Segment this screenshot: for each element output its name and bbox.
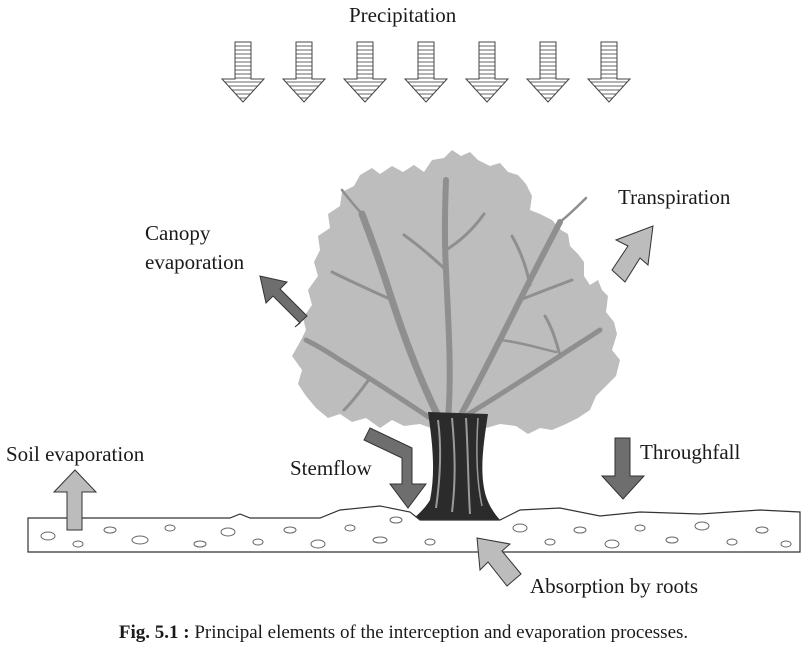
precipitation-label: Precipitation — [349, 3, 457, 27]
precipitation-arrow — [403, 41, 449, 103]
tree-trunk — [410, 412, 502, 532]
precipitation-arrow — [281, 41, 327, 103]
figure-caption: Fig. 5.1 : Principal elements of the int… — [0, 622, 807, 644]
tree-branches — [303, 177, 603, 424]
precipitation-arrow — [586, 41, 632, 103]
figure-caption-text: Principal elements of the interception a… — [189, 622, 689, 643]
canopy-evaporation-label-line1: Canopy — [145, 221, 211, 245]
precipitation-arrow — [525, 41, 571, 103]
precipitation-arrow — [464, 41, 510, 103]
absorption-by-roots-label: Absorption by roots — [530, 574, 698, 598]
throughfall-label: Throughfall — [640, 440, 741, 464]
precipitation-arrow — [220, 41, 266, 103]
figure-number: Fig. 5.1 : — [118, 622, 190, 643]
absorption-by-roots-arrow — [476, 537, 522, 587]
tree-canopy — [292, 150, 620, 434]
ground — [27, 505, 801, 553]
precipitation-arrows — [220, 41, 632, 103]
stemflow-label: Stemflow — [290, 456, 372, 480]
soil-evaporation-label: Soil evaporation — [6, 442, 145, 466]
stemflow-arrow — [363, 427, 427, 509]
throughfall-arrow — [600, 437, 646, 500]
canopy-evaporation-arrow — [259, 275, 308, 328]
transpiration-label: Transpiration — [618, 185, 731, 209]
canopy-evaporation-label-line2: evaporation — [145, 250, 245, 274]
soil-evaporation-arrow — [52, 469, 98, 531]
precipitation-arrow — [342, 41, 388, 103]
transpiration-arrow — [611, 225, 654, 283]
